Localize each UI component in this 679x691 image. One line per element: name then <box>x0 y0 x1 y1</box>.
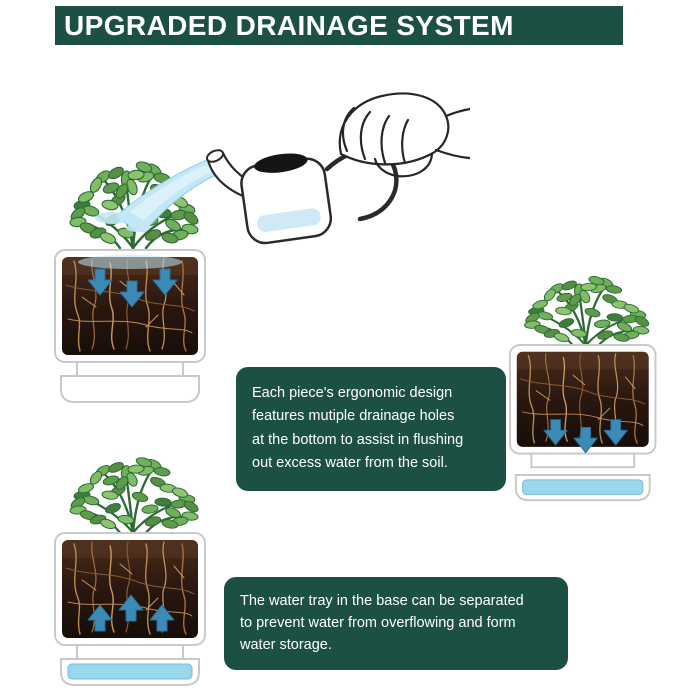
water-tray-planter-illustration <box>48 448 213 686</box>
water-stream <box>95 155 229 233</box>
header-banner: UPGRADED DRAINAGE SYSTEM <box>55 6 623 45</box>
water-tray-callout: The water tray in the base can be separa… <box>224 577 568 671</box>
drainage-callout: Each piece's ergonomic design features m… <box>236 367 506 491</box>
page-title: UPGRADED DRAINAGE SYSTEM <box>64 9 514 41</box>
separated-water-tray <box>514 474 651 502</box>
drainage-planter-illustration <box>508 266 663 502</box>
plant-foliage <box>69 456 200 533</box>
hand-icon <box>338 92 470 178</box>
watering-scene-illustration <box>38 92 470 403</box>
planter-pot <box>55 250 205 403</box>
watering-can-icon <box>206 148 399 245</box>
water-tray <box>60 658 200 686</box>
plant-foliage <box>524 275 651 345</box>
